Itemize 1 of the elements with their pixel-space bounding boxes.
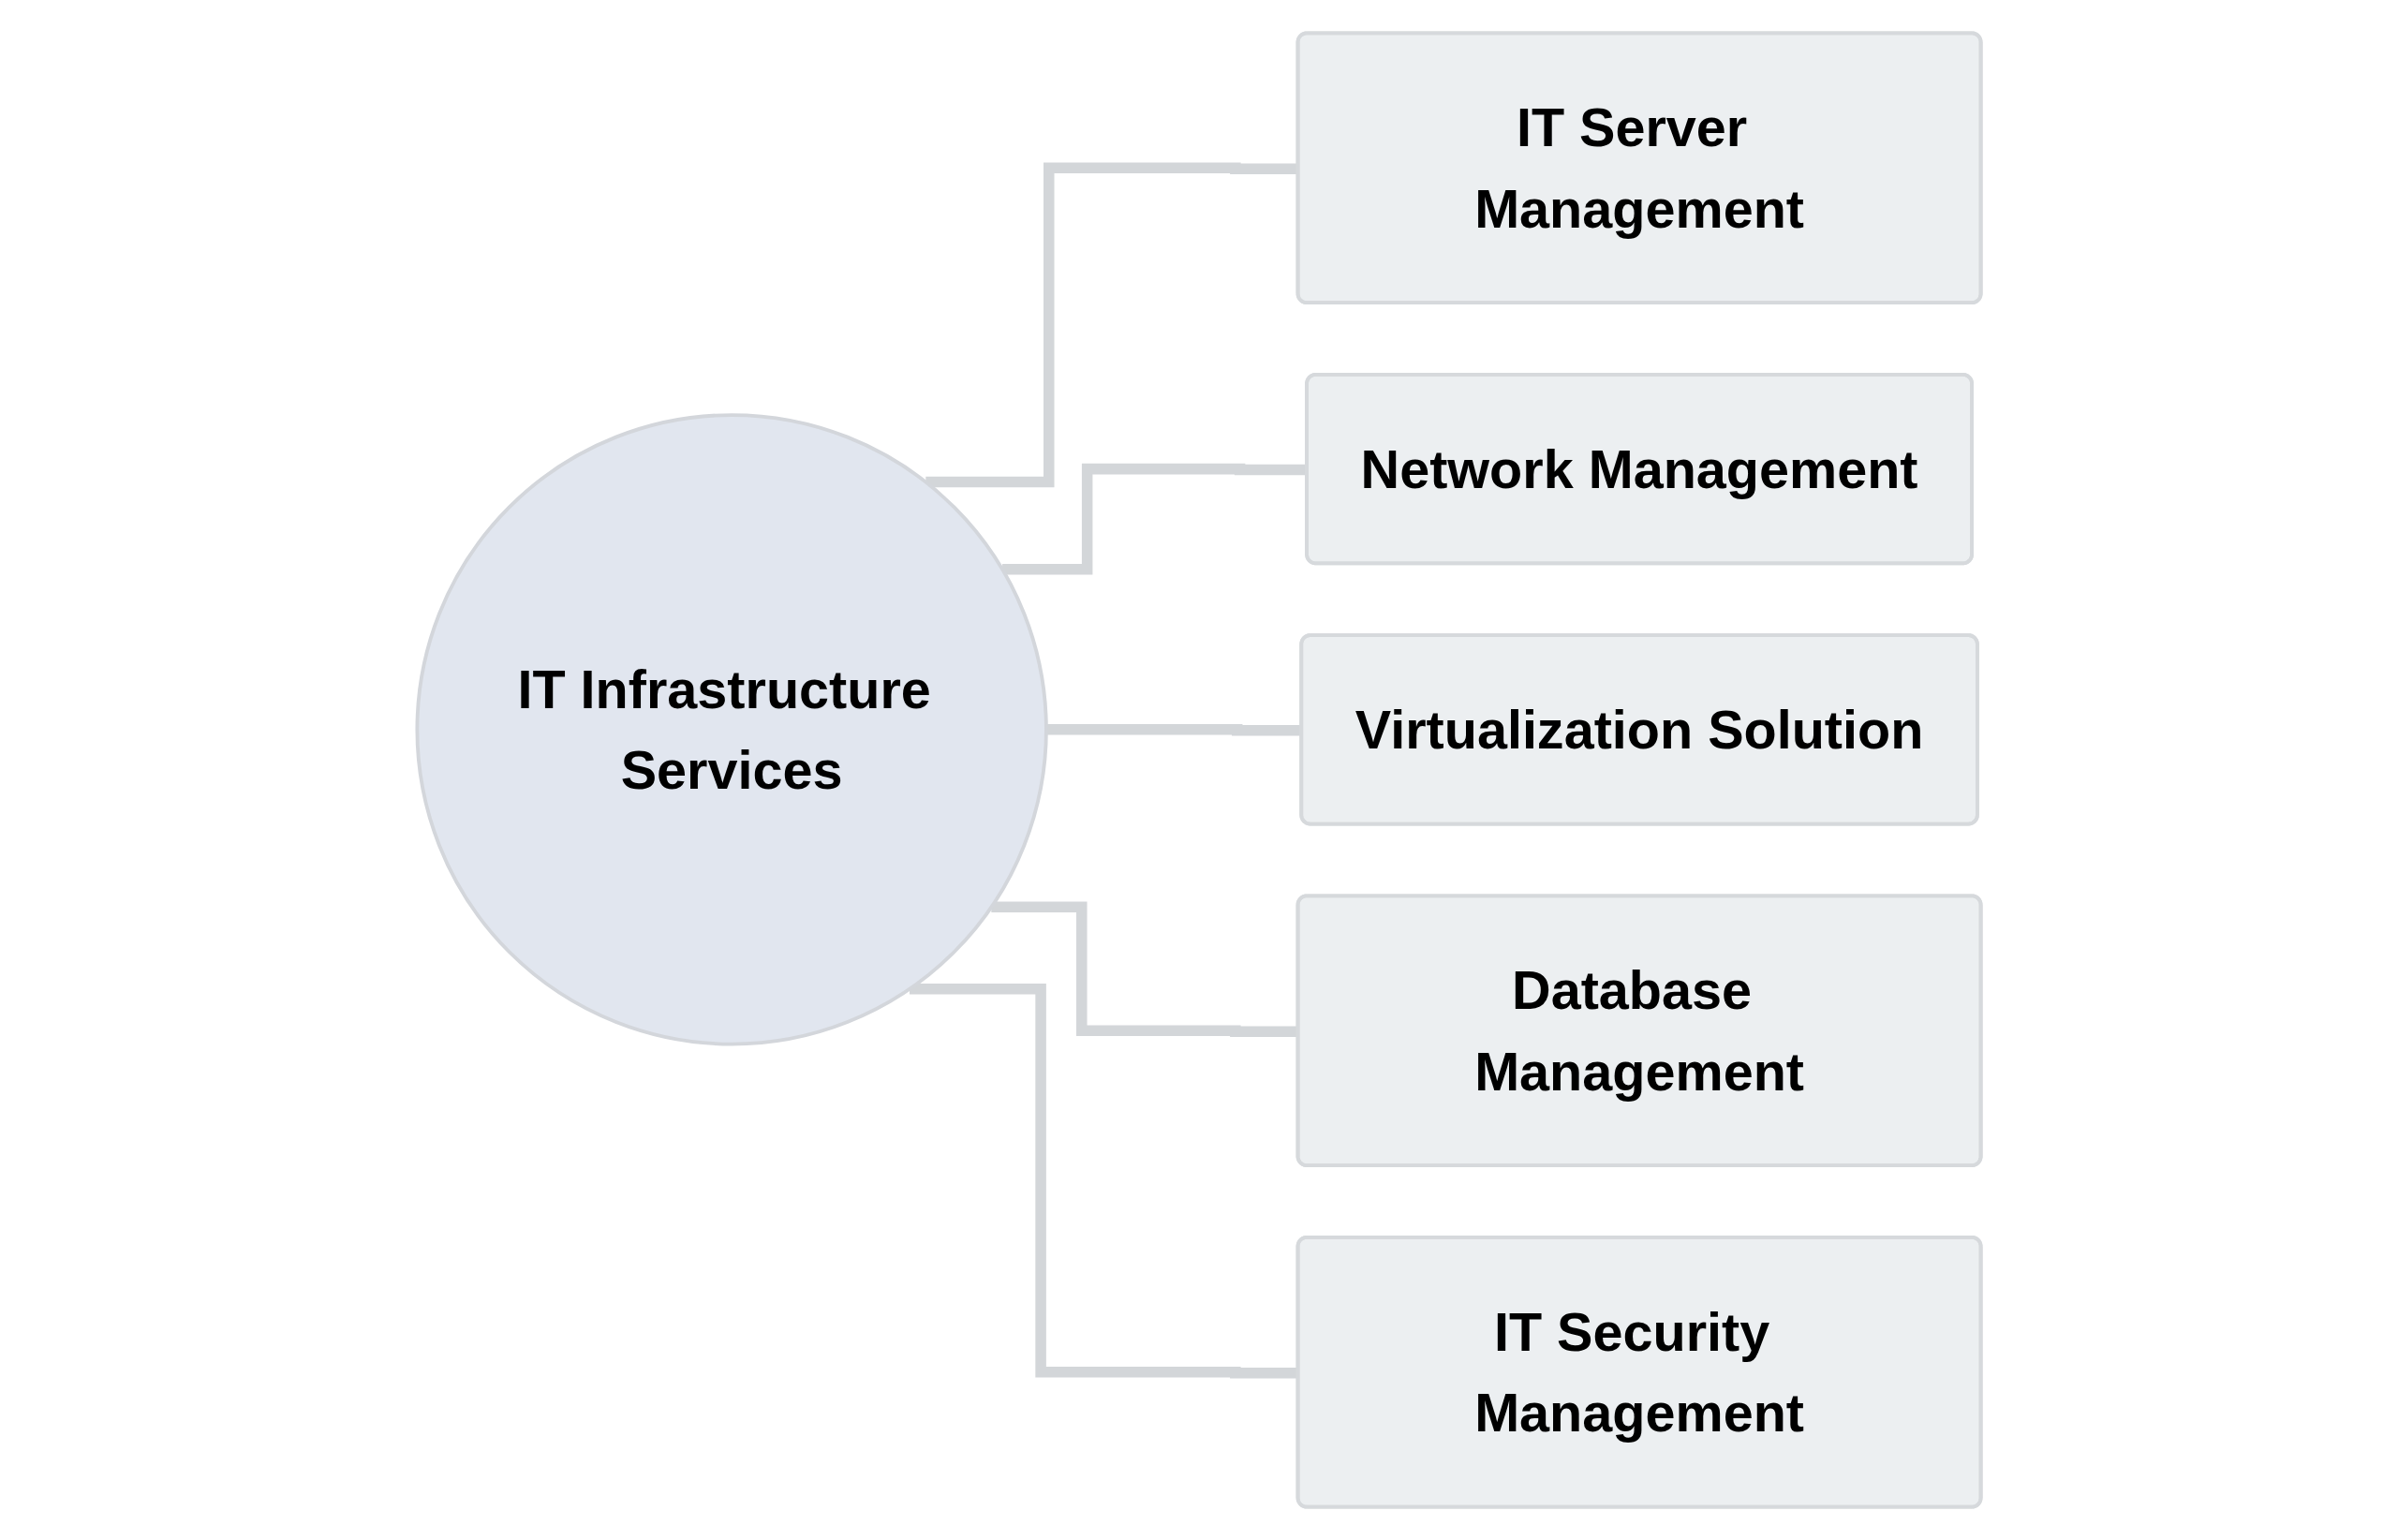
node-circle: IT Infrastructure Services [415,413,1048,1046]
